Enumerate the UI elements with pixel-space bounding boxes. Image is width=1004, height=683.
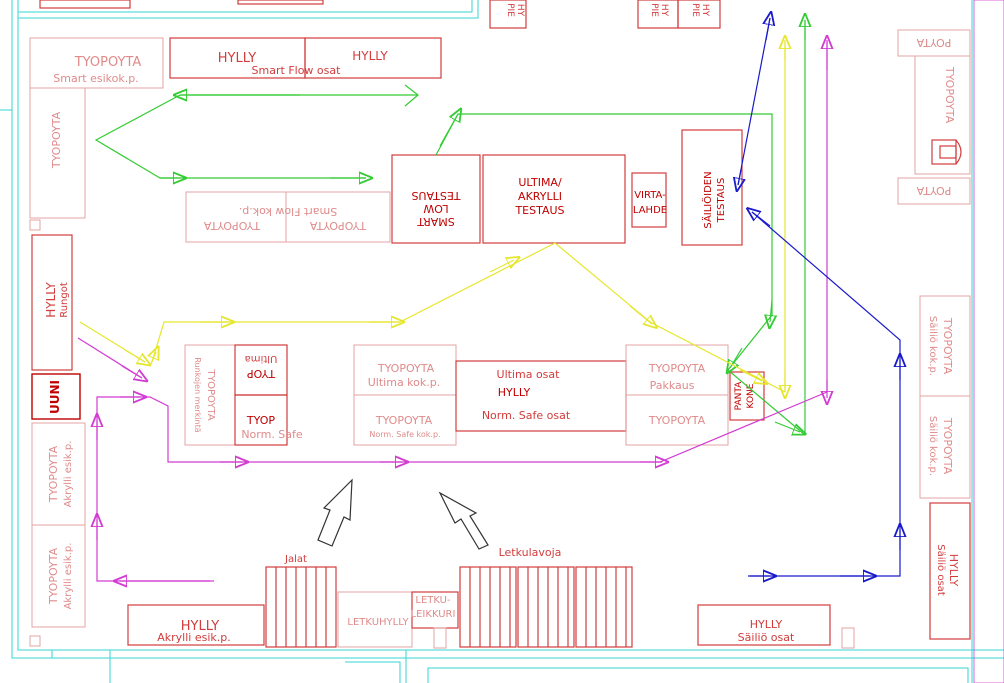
hylly-label: HYLLY	[352, 49, 388, 63]
hylly-label: HYLLY	[218, 51, 256, 66]
tyopoyta-sublabel: Akrylli esik.p.	[63, 543, 74, 610]
tyopoyta-sublabel: Akrylli esik.p.	[63, 441, 74, 508]
smart-flow-tables: Smart Flow kok.p. TYOPOYTA TYOPOYTA	[185, 191, 391, 243]
norm-safe-osat-label: Norm. Safe osat	[482, 409, 571, 422]
hylly-sublabel: Akrylli esik.p.	[157, 631, 231, 644]
tyopoyta-sublabel: Säiliö kok.p.	[927, 416, 938, 476]
tyopoyta-sublabel: Pakkaus	[650, 379, 695, 392]
tyopoyta-sublabel: Smart esikok.p.	[53, 72, 138, 85]
pie-hy-label: HY	[515, 4, 525, 17]
virtalahde-label: LAHDE	[633, 205, 667, 216]
tyopoyta-label: TYOPOYTA	[203, 219, 261, 232]
letkulavoja-label: Letkulavoja	[499, 546, 562, 559]
arrow-icon	[317, 478, 353, 547]
central-work-area: TYOPOYTA Runkojen merkintä TYOP Ultima T…	[184, 344, 765, 446]
top-edge-items: PIE HY PIE HY PIE HY	[39, 0, 721, 29]
sailioiden-label: SÄILIÖIDEN	[701, 171, 714, 228]
hylly-label: HYLLY	[750, 618, 783, 631]
tyopoyta-label: TYOPOYTA	[943, 66, 956, 124]
tyopoyta-label: TYOPOYTA	[377, 362, 435, 375]
pantakone-label: KONE	[746, 383, 756, 408]
pie-hy-label: HY	[659, 4, 669, 17]
left-area: TYOPOYTA Smart esikok.p. TYOPOYTA HYLLY …	[29, 37, 265, 647]
pie-hy-label: HY	[700, 4, 710, 17]
uuni-label: UUNI	[48, 380, 62, 414]
smart-low-label: TESTAUS	[411, 189, 461, 202]
tyopoyta-label: TYOPOYTA	[941, 417, 954, 475]
poyta-label: POYTA	[916, 184, 951, 197]
entry-arrows	[317, 478, 489, 550]
arrow-icon	[438, 491, 489, 550]
hylly-sublabel: Säiliö osat	[935, 544, 946, 596]
magenta-flow	[77, 40, 827, 581]
hylly-label: HYLLY	[44, 282, 58, 318]
bottom-pallets: Jalat LETKUHYLLY LETKU- LEIKKURI Letkula…	[265, 546, 855, 649]
tyopoyta-sublabel: Runkojen merkintä	[193, 357, 202, 432]
pie-hy-label: PIE	[649, 3, 659, 17]
tyop-label: TYOP	[247, 367, 276, 380]
letkuleikkuri-label: LETKU-	[415, 595, 451, 606]
tyopoyta-label: TYOPOYTA	[375, 414, 433, 427]
tyopoyta-label: TYOPOYTA	[648, 414, 706, 427]
tyopoyta-label: TYOPOYTA	[74, 55, 142, 70]
tyopoyta-label: TYOPOYTA	[47, 445, 60, 503]
tyopoyta-sublabel: Ultima kok.p.	[368, 376, 440, 389]
ultima-akrylli-label: TESTAUS	[514, 204, 564, 217]
virtalahde-label: VIRTA-	[634, 190, 666, 201]
poyta-label: POYTA	[916, 36, 951, 49]
tyopoyta-sublabel: Norm. Safe kok.p.	[369, 430, 440, 439]
pie-hy-label: PIE	[690, 3, 700, 17]
smart-flow-osat-label: Smart Flow osat	[252, 64, 342, 77]
tyopoyta-label: TYOPOYTA	[309, 219, 367, 232]
hylly-sublabel: Rungot	[59, 282, 70, 318]
sink-icon	[931, 139, 962, 165]
green-flow	[94, 20, 805, 435]
top-shelves: HYLLY HYLLY Smart Flow osat	[169, 37, 442, 79]
smart-low-label: LOW	[423, 202, 448, 215]
hylly-sublabel: Säiliö osat	[738, 631, 795, 644]
smart-flow-kokp-label: Smart Flow kok.p.	[239, 205, 337, 218]
pantakone-label: PANTA	[734, 381, 744, 411]
yellow-flow	[79, 40, 785, 392]
letkuhylly-label: LETKUHYLLY	[347, 617, 409, 628]
tyopoyta-label: TYOPOYTA	[205, 368, 216, 420]
tyopoyta-label: TYOPOYTA	[941, 317, 954, 375]
ultima-akrylli-label: AKRYLLI	[518, 190, 562, 203]
right-area: POYTA TYOPOYTA POYTA TYOPOYTA Säiliö kok…	[897, 29, 971, 640]
blue-flow	[738, 18, 900, 576]
letkuleikkuri-label: LEIKKURI	[411, 609, 456, 620]
sailioiden-label: TESTAUS	[716, 178, 727, 224]
tyop-sublabel: Ultima	[245, 353, 278, 364]
hylly-label: HYLLY	[498, 386, 531, 399]
tyop-label: TYOP	[246, 414, 275, 427]
tyopoyta-label: TYOPOYTA	[47, 547, 60, 605]
jalat-label: Jalat	[284, 554, 307, 565]
norm-safe-label: Norm. Safe	[241, 428, 303, 441]
tyopoyta-label: TYOPOYTA	[648, 362, 706, 375]
pie-hy-label: PIE	[505, 3, 515, 17]
ultima-akrylli-label: ULTIMA/	[518, 176, 562, 189]
testing-stations: SMART LOW TESTAUS ULTIMA/ AKRYLLI TESTAU…	[391, 129, 743, 246]
tyopoyta-label: TYOPOYTA	[50, 111, 63, 169]
smart-low-label: SMART	[417, 215, 455, 228]
hylly-label: HYLLY	[947, 554, 960, 587]
tyopoyta-sublabel: Säiliö kok.p.	[927, 316, 938, 376]
ultima-osat-label: Ultima osat	[497, 368, 561, 381]
hylly-label: HYLLY	[181, 619, 219, 634]
